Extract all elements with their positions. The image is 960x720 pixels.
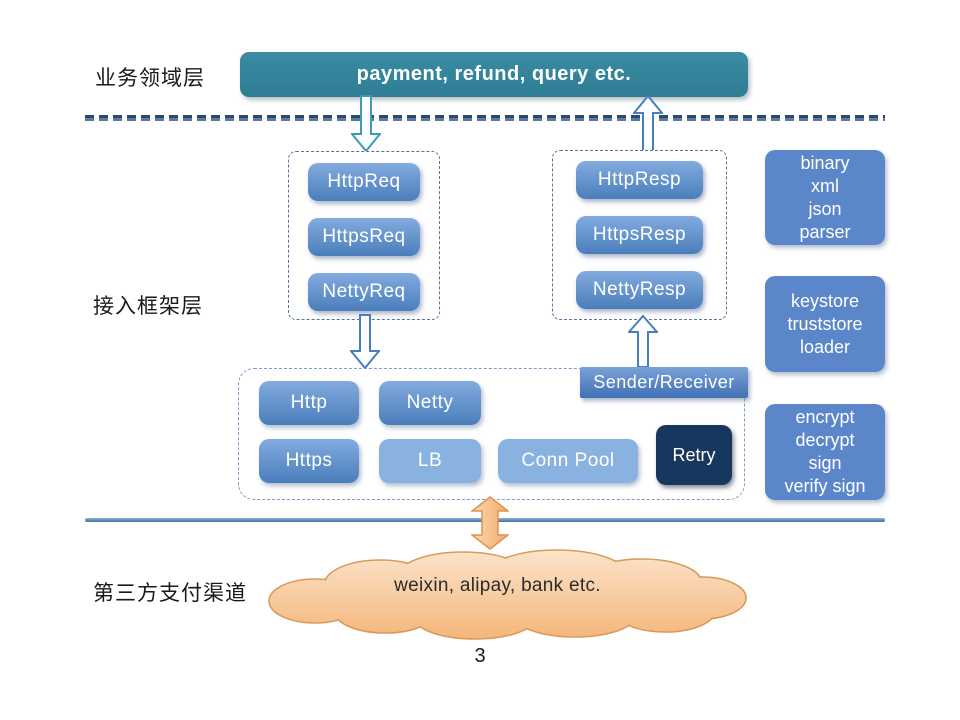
request-group: HttpReq HttpsReq NettyReq [288, 151, 440, 320]
dash-row [85, 118, 885, 121]
keystore-line: loader [799, 336, 851, 357]
netty-resp-box: NettyResp [576, 271, 703, 309]
http-resp-box: HttpResp [576, 161, 703, 199]
channel-layer-label: 第三方支付渠道 [93, 582, 247, 605]
http-req-box: HttpReq [308, 163, 420, 201]
parser-box: binary xml json parser [765, 150, 885, 245]
crypto-line: encrypt [795, 407, 855, 427]
crypto-line: sign [808, 453, 842, 473]
framework-layer-label: 接入框架层 [93, 295, 203, 318]
parser-line: xml [811, 175, 839, 196]
https-box: Https [259, 439, 359, 483]
parser-line: binary [800, 152, 850, 173]
cloud-label: weixin, alipay, bank etc. [394, 575, 601, 596]
http-box: Http [259, 381, 359, 425]
netty-box: Netty [379, 381, 481, 425]
cloud-shape: weixin, alipay, bank etc. [245, 545, 750, 642]
https-resp-box: HttpsResp [576, 216, 703, 254]
down-arrow-icon [350, 314, 380, 369]
cloud-icon [268, 549, 747, 640]
dash-row [85, 115, 885, 118]
sender-receiver-box: Sender/Receiver [580, 367, 748, 398]
keystore-line: truststore [787, 313, 863, 334]
up-arrow-icon [633, 95, 663, 152]
retry-box: Retry [656, 425, 732, 485]
keystore-box: keystore truststore loader [765, 276, 885, 372]
crypto-line: decrypt [795, 430, 855, 450]
keystore-line: keystore [790, 290, 860, 311]
page-number: 3 [474, 645, 486, 667]
parser-line: parser [799, 221, 851, 242]
up-arrow-icon [628, 315, 658, 368]
netty-req-box: NettyReq [308, 273, 420, 311]
https-req-box: HttpsReq [308, 218, 420, 256]
parser-line: json [808, 198, 842, 219]
crypto-box: encrypt decrypt sign verify sign [765, 404, 885, 500]
crypto-line: verify sign [784, 476, 866, 496]
down-arrow-icon [351, 95, 381, 152]
response-group: HttpResp HttpsResp NettyResp [552, 150, 727, 320]
business-layer-label: 业务领域层 [95, 67, 205, 90]
double-arrow-icon [471, 496, 509, 550]
lb-box: LB [379, 439, 481, 483]
conn-pool-box: Conn Pool [498, 439, 638, 483]
business-domain-box: payment, refund, query etc. [240, 52, 748, 97]
layer-divider-dashed [85, 115, 885, 122]
